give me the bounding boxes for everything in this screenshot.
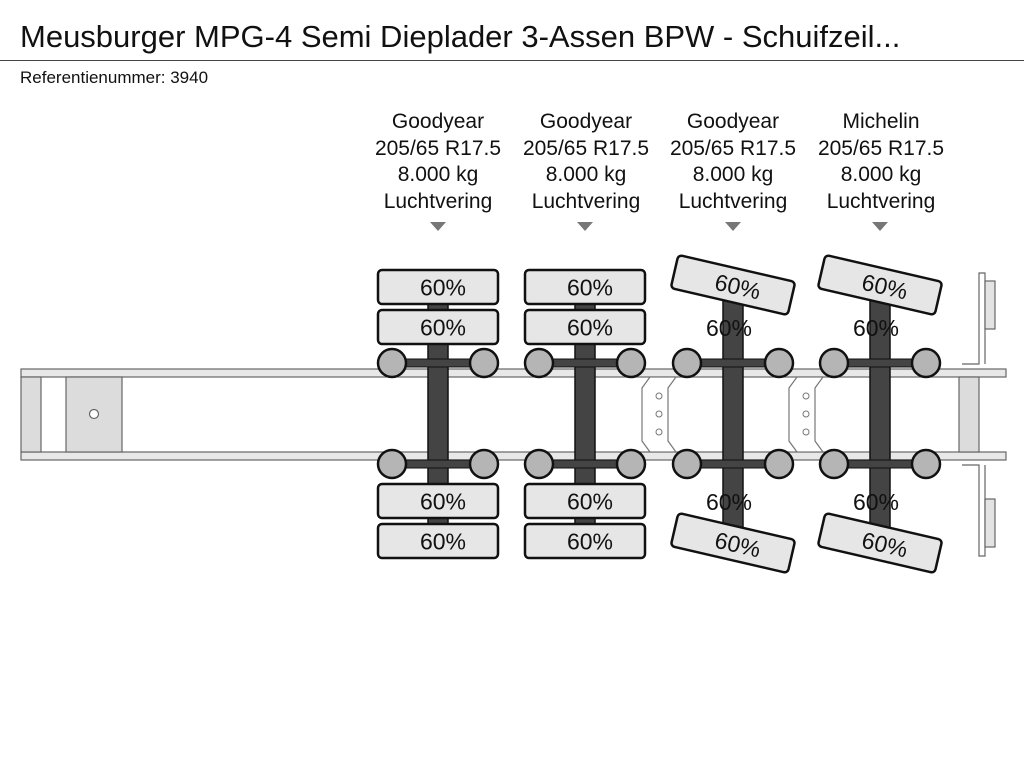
wheel-hub-icon <box>523 448 555 480</box>
tire-shape <box>817 512 943 574</box>
wheel-hub-icon <box>468 347 500 379</box>
wheel-hub-icon <box>818 448 850 480</box>
tire-top-inner: 60% <box>523 308 647 346</box>
tire-shape <box>670 512 796 574</box>
wheel-hub-icon <box>763 448 795 480</box>
wheel-hub-icon <box>376 347 408 379</box>
axle-3-info: Goodyear 205/65 R17.5 8.000 kg Luchtveri… <box>658 109 808 215</box>
axle-3-brand: Goodyear <box>686 110 780 133</box>
tire-bottom-inner: 60% <box>523 482 647 520</box>
axle-1-brand: Goodyear <box>391 110 485 133</box>
tread-depth-label: 60% <box>420 275 466 301</box>
axle-2-brand: Goodyear <box>539 110 633 133</box>
axle-2-marker-icon <box>577 222 593 231</box>
tire-shape <box>376 268 500 306</box>
axle-3-load: 8.000 kg <box>692 163 774 186</box>
wheel-hub-icon <box>376 448 408 480</box>
axle-2: 60% 60% 60% 60% <box>523 222 647 560</box>
tire-shape <box>376 308 500 346</box>
axle-4: 60%60%60%60% <box>817 222 943 574</box>
tire-shape <box>817 254 943 316</box>
axle-3-tire-size: 205/65 R17.5 <box>669 136 797 160</box>
axle-4-brand: Michelin <box>842 110 920 133</box>
wheel-hub-icon <box>671 347 703 379</box>
tire-top-outer: 60% <box>523 268 647 306</box>
tire-bottom-outer: 60% <box>670 512 796 574</box>
trailer-chassis <box>20 272 1007 557</box>
axle-1-info: Goodyear 205/65 R17.5 8.000 kg Luchtveri… <box>363 109 513 215</box>
wheel-hub-icon <box>523 347 555 379</box>
tire-bottom-inner: 60% <box>376 482 500 520</box>
axle-4-info: Michelin 205/65 R17.5 8.000 kg Luchtveri… <box>806 109 956 215</box>
axle-1-load: 8.000 kg <box>397 163 479 186</box>
axle-4-load: 8.000 kg <box>840 163 922 186</box>
tread-depth-label: 60% <box>567 315 613 341</box>
tread-depth-label-top-inner: 60% <box>853 315 899 341</box>
axle-2-suspension: Luchtvering <box>531 189 641 213</box>
tire-bottom-outer: 60% <box>376 522 500 560</box>
tire-bottom-outer: 60% <box>817 512 943 574</box>
rear-light-right <box>984 498 996 548</box>
tread-depth-label-bottom-inner: 60% <box>706 489 752 515</box>
wheel-hub-icon <box>671 448 703 480</box>
axle-4-suspension: Luchtvering <box>826 189 936 213</box>
tread-depth-label: 60% <box>420 489 466 515</box>
tire-shape <box>523 522 647 560</box>
axle-1-tire-size: 205/65 R17.5 <box>374 136 502 160</box>
tire-shape <box>523 268 647 306</box>
axle-1-suspension: Luchtvering <box>383 189 493 213</box>
wheel-hub-icon <box>468 448 500 480</box>
axle-1: 60% 60% 60% 60% <box>376 222 500 560</box>
tire-bottom-outer: 60% <box>523 522 647 560</box>
axle-3: 60%60%60%60% <box>670 222 796 574</box>
axle-4-marker-icon <box>872 222 888 231</box>
wheel-hub-icon <box>910 448 942 480</box>
axle-2-load: 8.000 kg <box>545 163 627 186</box>
kingpin-icon <box>88 408 100 420</box>
tread-depth-label-top-inner: 60% <box>706 315 752 341</box>
tire-shape <box>376 482 500 520</box>
tread-depth-label-bottom-inner: 60% <box>853 489 899 515</box>
tire-shape <box>523 308 647 346</box>
tire-top-outer: 60% <box>817 254 943 316</box>
reference-number: Referentienummer: 3940 <box>20 68 209 87</box>
wheel-hub-icon <box>910 347 942 379</box>
axle-3-suspension: Luchtvering <box>678 189 788 213</box>
axle-3-marker-icon <box>725 222 741 231</box>
tread-depth-label: 60% <box>567 529 613 555</box>
axle-2-tire-size: 205/65 R17.5 <box>522 136 650 160</box>
tire-top-outer: 60% <box>376 268 500 306</box>
tire-top-outer: 60% <box>670 254 796 316</box>
axle-4-tire-size: 205/65 R17.5 <box>817 136 945 160</box>
tire-shape <box>670 254 796 316</box>
tire-shape <box>376 522 500 560</box>
tire-top-inner: 60% <box>376 308 500 346</box>
axle-1-marker-icon <box>430 222 446 231</box>
wheel-hub-icon <box>763 347 795 379</box>
wheel-hub-icon <box>615 448 647 480</box>
tread-depth-label: 60% <box>567 489 613 515</box>
rear-light-left <box>984 280 996 330</box>
wheel-hub-icon <box>818 347 850 379</box>
axle-2-info: Goodyear 205/65 R17.5 8.000 kg Luchtveri… <box>511 109 661 215</box>
tread-depth-label: 60% <box>420 529 466 555</box>
tread-depth-label: 60% <box>567 275 613 301</box>
tire-shape <box>523 482 647 520</box>
tread-depth-label: 60% <box>420 315 466 341</box>
header-divider <box>0 60 1024 61</box>
wheel-hub-icon <box>615 347 647 379</box>
